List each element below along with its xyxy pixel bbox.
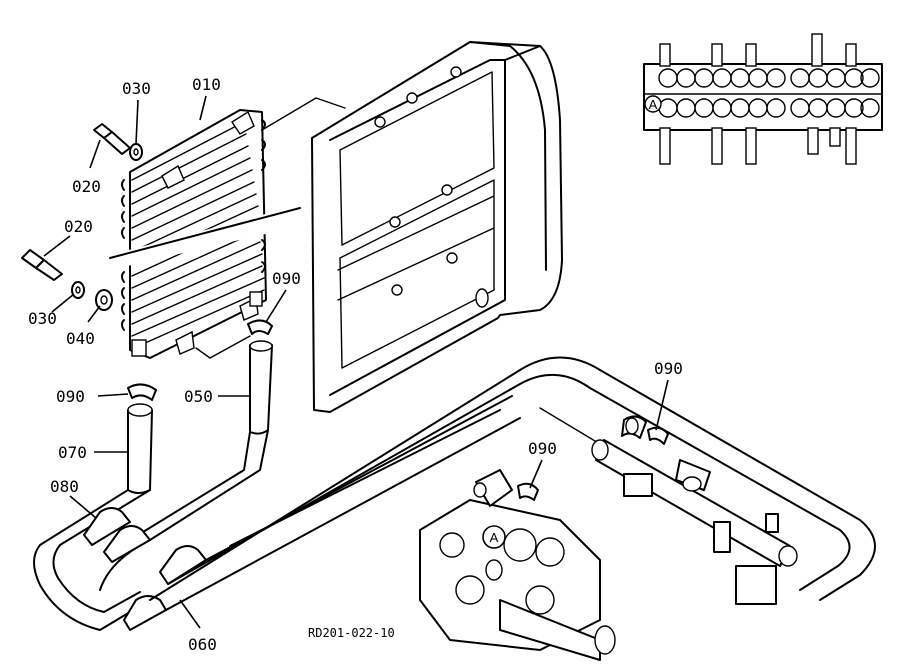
label-part-030-left: 030 [28,309,57,328]
bolt-020-top [93,123,131,155]
label-part-050: 050 [184,387,213,406]
washer-030-top [129,143,143,161]
drawing-code: RD201-022-10 [308,626,395,640]
label-part-090-left: 090 [56,387,85,406]
label-part-090-cooler: 090 [272,269,301,288]
detail-marker-text: A [649,97,658,112]
valve-marker-text: A [490,530,499,545]
control-valve [419,469,616,661]
label-part-080: 080 [50,477,79,496]
oil-cooler [109,97,346,359]
hose-070 [127,403,153,494]
washer-030-left [71,281,85,299]
label-part-070: 070 [58,443,87,462]
clamp-090-left [127,383,157,401]
pipe-fitting-assembly [591,415,798,605]
bolt-020-left [21,249,63,281]
label-part-010: 010 [192,75,221,94]
valve-detail-marker: A [482,525,506,549]
label-part-020-left: 020 [64,217,93,236]
leader-lines [43,95,669,629]
label-part-090-valve: 090 [528,439,557,458]
label-part-040: 040 [66,329,95,348]
clamp-090-valve [517,482,539,501]
valve-detail-view: A [643,33,883,165]
label-part-090-right: 090 [654,359,683,378]
pipe-080 [33,489,151,631]
clamp-090-cooler [247,319,273,335]
label-part-060: 060 [188,635,217,654]
label-part-020-top: 020 [72,177,101,196]
part-labels: 010 020 020 030 030 040 050 060 070 080 … [28,75,683,654]
clamp-090-right [647,426,669,445]
label-part-030-top: 030 [122,79,151,98]
hose-050 [249,340,273,435]
radiator-frame [311,41,563,413]
washer-040 [95,289,113,311]
